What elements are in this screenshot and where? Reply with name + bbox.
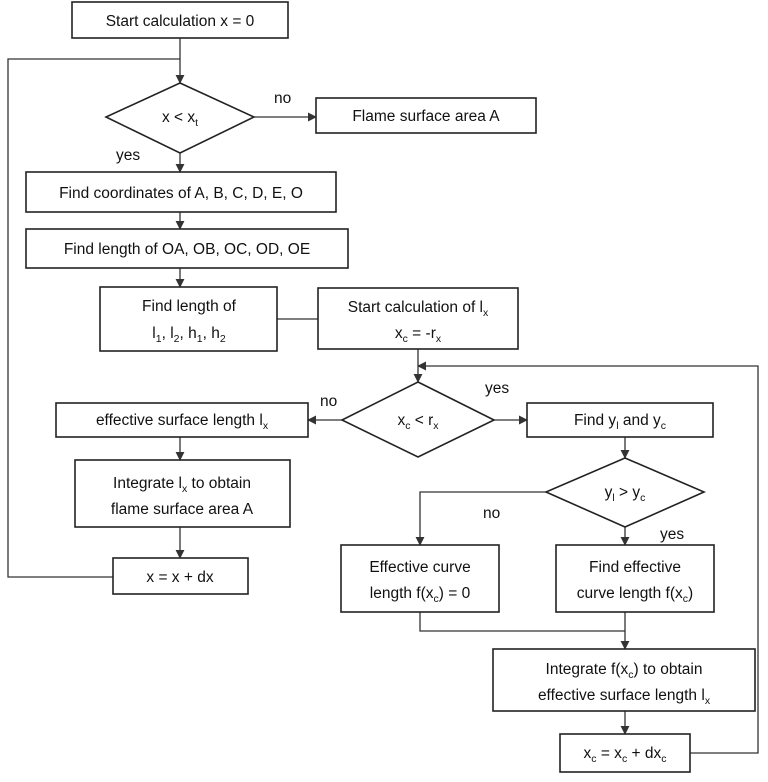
- node-x-update: x = x + dx: [112, 557, 249, 595]
- node-xc-update-label: xc = xc + dxc: [584, 745, 667, 765]
- edge-loop-xc: [417, 361, 759, 754]
- edge-loop-x: [7, 58, 180, 578]
- node-integrate-lx-line1: Integrate lx to obtain: [113, 475, 251, 495]
- node-find-effective-curve-line2: curve length f(xc): [577, 585, 693, 605]
- node-start-lx-line1: Start calculation of lx: [348, 299, 489, 319]
- node-find-length-o: Find length of OA, OB, OC, OD, OE: [25, 228, 349, 269]
- node-find-length-o-label: Find length of OA, OB, OC, OD, OE: [64, 241, 310, 258]
- edge-label-x-yes: yes: [116, 147, 140, 164]
- node-start-label: Start calculation x = 0: [106, 13, 255, 30]
- edge-label-y-no: no: [483, 505, 500, 522]
- node-integrate-lx-line2: flame surface area A: [111, 501, 254, 518]
- node-flame-surface-area-label: Flame surface area A: [352, 108, 500, 125]
- node-integrate-lx: Integrate lx to obtain flame surface are…: [74, 459, 291, 528]
- decision-xc: xc < rx: [340, 381, 496, 458]
- node-start-lx-line2: xc = -rx: [395, 325, 442, 345]
- edge-label-xc-yes: yes: [485, 380, 509, 397]
- node-effective-curve-zero-line1: Effective curve: [369, 559, 470, 576]
- node-find-effective-curve-line1: Find effective: [589, 559, 681, 576]
- edge-label-y-yes: yes: [660, 526, 684, 543]
- edge-zero-to-merge: [419, 612, 625, 632]
- node-effective-curve-zero: Effective curve length f(xc) = 0: [340, 544, 500, 613]
- node-find-coordinates-label: Find coordinates of A, B, C, D, E, O: [59, 185, 303, 202]
- connectors: [7, 38, 759, 754]
- node-flame-surface-area: Flame surface area A: [315, 97, 537, 134]
- node-integrate-f-line1: Integrate f(xc) to obtain: [546, 661, 703, 681]
- decision-xc-label: xc < rx: [397, 412, 439, 432]
- node-find-effective-curve: Find effective curve length f(xc): [555, 544, 715, 613]
- edge-label-xc-no: no: [320, 393, 337, 410]
- node-x-update-label: x = x + dx: [146, 569, 213, 586]
- node-integrate-f-line2: effective surface length lx: [538, 687, 711, 707]
- node-effective-curve-zero-line2: length f(xc) = 0: [370, 585, 471, 605]
- node-find-y-label: Find yl and yc: [574, 412, 666, 432]
- decision-x: x < xt: [104, 82, 256, 154]
- node-start-lx: Start calculation of lx xc = -rx: [317, 287, 519, 350]
- node-find-length-line1: Find length of: [142, 298, 237, 315]
- node-find-coordinates: Find coordinates of A, B, C, D, E, O: [25, 171, 337, 213]
- edge-label-x-no: no: [274, 90, 291, 107]
- node-xc-update: xc = xc + dxc: [559, 733, 691, 773]
- decision-y: yl > yc: [544, 457, 706, 528]
- node-find-y: Find yl and yc: [526, 402, 714, 438]
- node-start: Start calculation x = 0: [71, 1, 289, 39]
- node-find-length-line2: l1, l2, h1, h2: [152, 325, 226, 345]
- node-find-length: Find length of l1, l2, h1, h2: [99, 286, 278, 352]
- edge-decision-y-no: [415, 491, 546, 546]
- decision-y-label: yl > yc: [605, 484, 646, 504]
- decision-x-label: x < xt: [162, 109, 198, 129]
- node-integrate-f: Integrate f(xc) to obtain effective surf…: [492, 648, 756, 712]
- node-effective-surface-length: effective surface length lx: [55, 402, 309, 438]
- node-effective-surface-length-label: effective surface length lx: [96, 412, 269, 432]
